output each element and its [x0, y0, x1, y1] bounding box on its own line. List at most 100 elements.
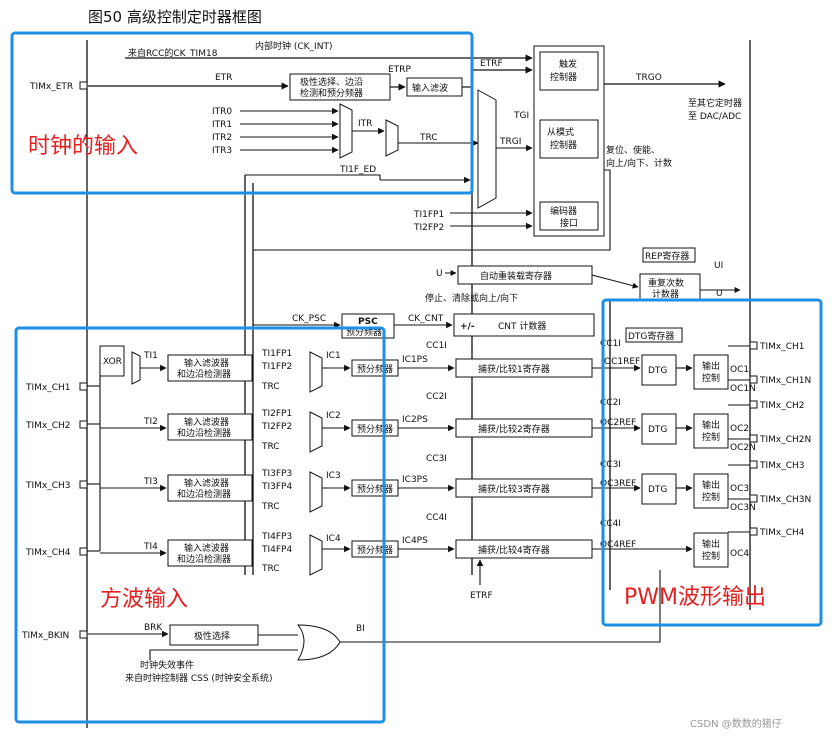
- ic4ps-label: IC4PS: [402, 536, 428, 546]
- ck-cnt-label: CK_CNT: [408, 314, 444, 324]
- out-cc4i-label: CC4I: [600, 519, 621, 529]
- slave-line2: 控制器: [550, 139, 577, 151]
- itr-mux: [339, 103, 353, 159]
- oc3ref-label: OC3REF: [600, 479, 636, 489]
- trigger-line1: 触发: [559, 58, 577, 70]
- outctl3-line2: 控制: [702, 491, 720, 503]
- polarity-edge-line1: 极性选择、边沿: [300, 76, 363, 88]
- pin-ch3[interactable]: [79, 480, 88, 489]
- trc-ch4-label: TRC: [261, 564, 280, 574]
- etrf-top-label: ETRF: [480, 59, 503, 69]
- pin-etr[interactable]: [79, 81, 88, 90]
- tgi-label: TGI: [513, 111, 529, 121]
- ti2fp2-label: TI2FP2: [261, 422, 292, 432]
- filter2-line1: 输入滤波器: [184, 416, 229, 428]
- pin-ch1-label: TIMx_CH1: [25, 383, 71, 393]
- region-clock-input: [10, 31, 474, 195]
- pin-out-ch1[interactable]: [749, 341, 758, 350]
- trc-ch1-label: TRC: [261, 382, 280, 392]
- encoder-line1: 编码器: [550, 205, 577, 217]
- trigger-controller: [539, 51, 599, 91]
- region-clock-input-label: 时钟的输入: [28, 134, 138, 159]
- pin-out-ch3n[interactable]: [749, 494, 758, 503]
- ti3-label: TI3: [143, 477, 158, 487]
- input-channels: TIMx_CH1 TIMx_CH2 TIMx_CH3 TIMx_CH4 XOR …: [25, 341, 593, 601]
- pin-out-ch1n-label: TIMx_CH1N: [759, 376, 811, 386]
- pin-ch1[interactable]: [79, 382, 88, 391]
- to-dac-label: 至 DAC/ADC: [688, 111, 741, 122]
- watermark: CSDN @数数的猪仔: [690, 717, 782, 730]
- filter4-line1: 输入滤波器: [184, 542, 229, 554]
- oc4ref-label: OC4REF: [600, 540, 636, 550]
- filter1-line2: 和边沿检测器: [177, 368, 231, 380]
- u-label-1: U: [436, 269, 443, 279]
- ti4fp3-label: TI4FP3: [261, 532, 292, 542]
- etrf-bottom-label: ETRF: [470, 591, 493, 601]
- etrp-label: ETRP: [388, 65, 411, 75]
- outctl1-line2: 控制: [702, 372, 720, 384]
- ti2fp1-label: TI2FP1: [261, 409, 292, 419]
- clk-fail2-label: 来自时钟控制器 CSS (时钟安全系统): [125, 672, 272, 684]
- prescaler1-label: 预分频器: [357, 363, 393, 375]
- plus-minus-label: +/-: [460, 322, 475, 332]
- dtg1-label: DTG: [648, 366, 667, 376]
- pin-out-ch1n[interactable]: [749, 375, 758, 384]
- outctl4-line1: 输出: [702, 538, 720, 550]
- auto-reload-label: 自动重装载寄存器: [480, 270, 552, 282]
- oc2-label: OC2: [730, 424, 749, 434]
- itr0-label: ITR0: [212, 107, 232, 117]
- ic1-mux: [309, 351, 323, 393]
- output-control-ch2: [693, 413, 729, 449]
- pin-bkin[interactable]: [79, 630, 88, 639]
- or-gate: [296, 624, 341, 661]
- oc2n-label: OC2N: [730, 443, 756, 453]
- dtg-register-label: DTG寄存器: [628, 330, 674, 342]
- pin-ch4[interactable]: [79, 547, 88, 556]
- prescaler4-label: 预分频器: [357, 544, 393, 556]
- pin-out-ch2[interactable]: [749, 400, 758, 409]
- out-cc3i-label: CC3I: [600, 460, 621, 470]
- trc-label: TRC: [419, 133, 438, 143]
- filter4-line2: 和边沿检测器: [177, 553, 231, 565]
- pin-out-ch3n-label: TIMx_CH3N: [759, 495, 811, 505]
- pin-ch4-label: TIMx_CH4: [25, 548, 71, 558]
- prescaler3-label: 预分频器: [357, 483, 393, 495]
- stop-note: 停止、清除或向上/向下: [425, 292, 518, 304]
- region-square-input: [14, 326, 386, 724]
- counter-area: 自动重装载寄存器 U 停止、清除或向上/向下 REP寄存器 重复次数 计数器 U…: [253, 169, 741, 339]
- polarity-edge-block: [289, 73, 391, 101]
- trc-ch3-label: TRC: [261, 502, 280, 512]
- dtg3-label: DTG: [648, 485, 667, 495]
- filter1-line1: 输入滤波器: [184, 357, 229, 369]
- outctl2-line2: 控制: [702, 431, 720, 443]
- ic2ps-label: IC2PS: [402, 415, 428, 425]
- itr1-label: ITR1: [212, 120, 232, 130]
- trgi-label: TRGI: [499, 137, 521, 147]
- pin-ch2[interactable]: [79, 420, 88, 429]
- trgo-label: TRGO: [635, 73, 662, 83]
- ic3ps-label: IC3PS: [402, 475, 428, 485]
- ic2-label: IC2: [326, 411, 341, 421]
- trc-mux: [385, 119, 399, 157]
- trc-ch2-label: TRC: [261, 442, 280, 452]
- ccr3-label: 捕获/比较3寄存器: [478, 483, 550, 495]
- pin-out-ch4[interactable]: [749, 527, 758, 536]
- pin-out-ch2n[interactable]: [749, 434, 758, 443]
- etr-label: ETR: [215, 73, 232, 83]
- oc1-label: OC1: [730, 365, 749, 375]
- ck-psc-label: CK_PSC: [292, 314, 326, 324]
- ti2-label: TI2: [143, 417, 158, 427]
- pin-out-ch3[interactable]: [749, 460, 758, 469]
- ti4fp4-label: TI4FP4: [261, 545, 292, 555]
- ti1fp1-top-label: TI1FP1: [413, 210, 444, 220]
- filter-edge-ch1: [167, 354, 253, 382]
- bi-label: BI: [356, 624, 365, 634]
- psc-label: PSC: [358, 317, 378, 327]
- ic3-mux: [309, 471, 323, 513]
- brk-label: BRK: [144, 623, 163, 633]
- ccr2-label: 捕获/比较2寄存器: [478, 423, 550, 435]
- output-channels: DTG寄存器 CC1I OC1REF CC2I OC2REF CC3I OC3R…: [592, 327, 811, 568]
- out-cc1i-label: CC1I: [600, 339, 621, 349]
- rep-register: [642, 247, 696, 263]
